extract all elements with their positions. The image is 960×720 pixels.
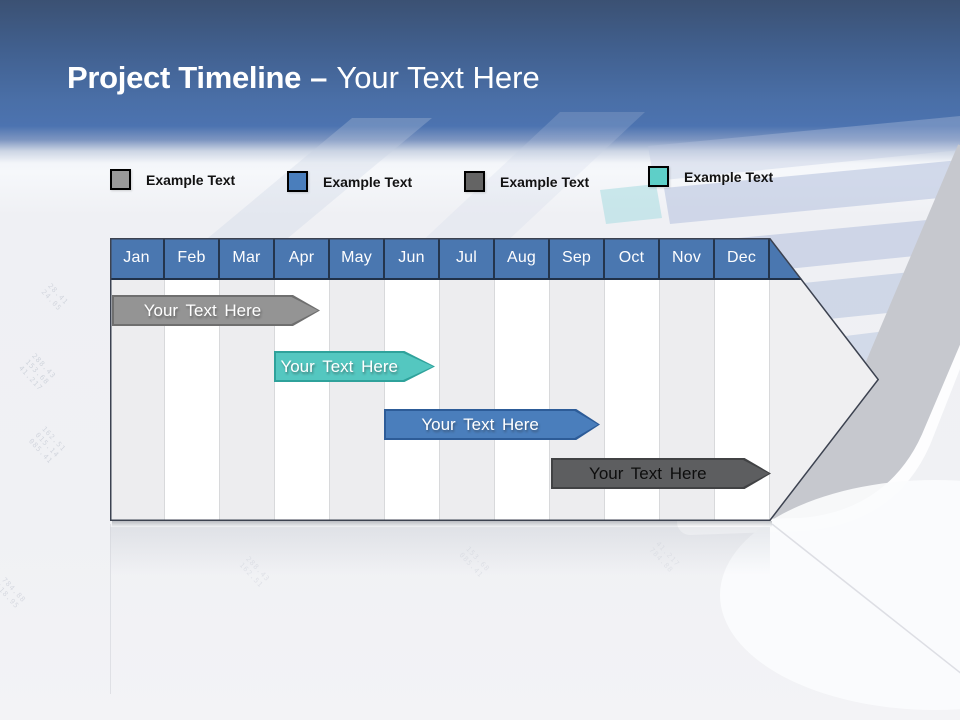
legend-item-dark-gray: Example Text: [464, 171, 589, 192]
legend-swatch-teal: [648, 166, 669, 187]
month-header-aug: Aug: [495, 238, 550, 278]
page-title: Project Timeline – Your Text Here: [67, 60, 540, 96]
month-header-nov: Nov: [660, 238, 715, 278]
month-header-mar: Mar: [220, 238, 275, 278]
bar-label: Your Text Here: [589, 463, 707, 483]
grid-column-jul: [440, 280, 495, 521]
month-header-oct: Oct: [605, 238, 660, 278]
month-header-feb: Feb: [165, 238, 220, 278]
bar-label: Your Text Here: [421, 414, 539, 434]
legend-item-blue: Example Text: [287, 171, 412, 192]
timeline-bottom-shadow: [112, 521, 772, 527]
body-arrowhead-fill: [770, 280, 879, 521]
timeline-bar-dark-gray: Your Text Here: [551, 458, 771, 489]
table-edge-reflection-line: [110, 524, 111, 694]
legend-label: Example Text: [146, 171, 236, 188]
grid-column-may: [330, 280, 385, 521]
legend-swatch-blue: [287, 171, 308, 192]
reflection-diagonal: [771, 523, 960, 674]
bar-label: Your Text Here: [143, 300, 262, 320]
legend-swatch-gray: [110, 169, 131, 190]
month-header-jun: Jun: [385, 238, 440, 278]
timeline-arrow-shape: Jan Feb Mar Apr May Jun Jul Aug Sep Oct …: [110, 238, 879, 521]
legend-label: Example Text: [323, 173, 413, 190]
title-separator: –: [310, 60, 328, 95]
month-header-may: May: [330, 238, 385, 278]
chevron-watermark: [172, 118, 432, 268]
timeline-chart: Jan Feb Mar Apr May Jun Jul Aug Sep Oct …: [110, 238, 879, 527]
bar-label: Your Text Here: [280, 356, 398, 376]
timeline-bar-teal: Your Text Here: [274, 351, 435, 382]
month-header-row: Jan Feb Mar Apr May Jun Jul Aug Sep Oct …: [110, 238, 879, 280]
title-suffix: Your Text Here: [336, 60, 540, 95]
tablet-glow: [720, 480, 960, 710]
legend-item-gray: Example Text: [110, 169, 235, 190]
legend-label: Example Text: [684, 168, 774, 185]
month-header-jul: Jul: [440, 238, 495, 278]
month-header-apr: Apr: [275, 238, 330, 278]
header-arrowhead-fill: [770, 238, 879, 278]
month-header-dec: Dec: [715, 238, 770, 278]
timeline-bar-blue: Your Text Here: [384, 409, 600, 440]
month-header-sep: Sep: [550, 238, 605, 278]
grid-column-aug: [495, 280, 550, 521]
legend-swatch-dark-gray: [464, 171, 485, 192]
legend-item-teal: Example Text: [648, 166, 773, 187]
legend-label: Example Text: [500, 173, 590, 190]
timeline-bar-gray: Your Text Here: [112, 295, 320, 326]
title-main: Project Timeline: [67, 60, 302, 95]
grid-column-jun: [385, 280, 440, 521]
month-header-jan: Jan: [110, 238, 165, 278]
table-reflection: [110, 527, 770, 575]
